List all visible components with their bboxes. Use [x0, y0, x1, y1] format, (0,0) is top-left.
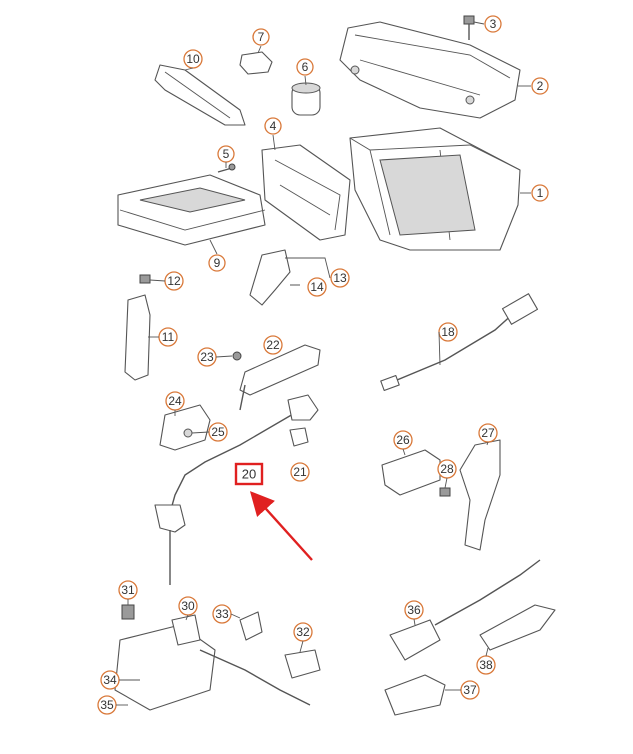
svg-text:3: 3 [490, 17, 497, 31]
callout-23[interactable]: 23 [197, 347, 217, 367]
svg-text:35: 35 [100, 698, 114, 712]
svg-text:30: 30 [181, 599, 195, 613]
svg-text:26: 26 [396, 433, 410, 447]
callout-26[interactable]: 26 [393, 430, 413, 450]
svg-text:25: 25 [211, 425, 225, 439]
callout-5[interactable]: 5 [217, 145, 235, 163]
sensor-part-20 [154, 394, 319, 585]
svg-text:2: 2 [537, 79, 544, 93]
bracket-part-22 [232, 344, 321, 411]
callout-3[interactable]: 3 [484, 15, 502, 33]
callout-10[interactable]: 10 [183, 49, 203, 69]
callout-37[interactable]: 37 [460, 680, 480, 700]
svg-text:14: 14 [310, 280, 324, 294]
svg-text:18: 18 [441, 325, 455, 339]
bracket-part-37 [384, 674, 446, 716]
svg-text:9: 9 [214, 256, 221, 270]
connector-part-32 [239, 611, 321, 679]
svg-text:33: 33 [215, 607, 229, 621]
svg-text:11: 11 [162, 330, 175, 344]
probe-part-36 [389, 559, 541, 661]
svg-text:23: 23 [200, 350, 214, 364]
callout-36[interactable]: 36 [404, 600, 424, 620]
sensor-assembly-30 [114, 604, 311, 711]
pointer-arrow [249, 491, 313, 561]
svg-text:37: 37 [463, 683, 477, 697]
svg-text:4: 4 [270, 119, 277, 133]
sensor-part-13 [249, 249, 331, 306]
bracket-part-38 [479, 604, 556, 651]
relay-part-6 [291, 82, 321, 116]
callout-4[interactable]: 4 [264, 117, 282, 135]
svg-text:27: 27 [481, 426, 495, 440]
callout-24[interactable]: 24 [165, 391, 185, 411]
callout-38[interactable]: 38 [476, 655, 496, 675]
svg-text:1: 1 [537, 186, 544, 200]
callout-7[interactable]: 7 [252, 28, 270, 46]
callout-35[interactable]: 35 [97, 695, 117, 715]
frame-part-4 [261, 144, 351, 241]
svg-text:32: 32 [296, 625, 310, 639]
bracket-part-10 [154, 64, 246, 126]
screw-part-28 [439, 487, 451, 497]
svg-text:28: 28 [440, 462, 454, 476]
callout-31[interactable]: 31 [118, 580, 138, 600]
svg-text:5: 5 [223, 147, 230, 161]
callout-14[interactable]: 14 [307, 277, 327, 297]
svg-text:24: 24 [168, 394, 182, 408]
svg-text:10: 10 [186, 52, 200, 66]
cover-part [339, 21, 521, 119]
sensor-part-26 [381, 449, 441, 496]
callout-28[interactable]: 28 [437, 459, 457, 479]
callout-21[interactable]: 21 [290, 462, 310, 482]
callout-leaders [116, 21, 531, 706]
callout-6[interactable]: 6 [296, 58, 314, 76]
callout-32[interactable]: 32 [293, 622, 313, 642]
svg-text:21: 21 [293, 465, 307, 479]
callout-9[interactable]: 9 [208, 254, 226, 272]
callout-11[interactable]: 11 [158, 327, 178, 347]
callout-2[interactable]: 2 [531, 77, 549, 95]
callout-30[interactable]: 30 [178, 596, 198, 616]
callout-22[interactable]: 22 [263, 335, 283, 355]
housing-part [349, 127, 521, 251]
callout-12[interactable]: 12 [164, 271, 184, 291]
svg-text:6: 6 [302, 60, 309, 74]
svg-text:38: 38 [479, 658, 493, 672]
svg-text:34: 34 [103, 673, 117, 687]
svg-text:31: 31 [121, 583, 135, 597]
callout-1[interactable]: 1 [531, 184, 549, 202]
svg-text:20: 20 [242, 467, 256, 482]
callout-18[interactable]: 18 [438, 322, 458, 342]
ecu-part-9 [117, 174, 266, 246]
callout-27[interactable]: 27 [478, 423, 498, 443]
sensor-part-11 [124, 274, 151, 381]
svg-text:22: 22 [266, 338, 280, 352]
clip-part-7 [239, 51, 273, 75]
svg-text:13: 13 [333, 271, 347, 285]
bracket-part-27 [459, 439, 501, 551]
highlight-callout-20[interactable]: 20 [234, 462, 264, 486]
probe-part-18 [380, 293, 539, 391]
callout-33[interactable]: 33 [212, 604, 232, 624]
svg-text:36: 36 [407, 603, 421, 617]
callout-34[interactable]: 34 [100, 670, 120, 690]
screw-part [463, 15, 475, 40]
connector-part-21 [289, 427, 309, 447]
callout-13[interactable]: 13 [330, 268, 350, 288]
screw-part-5 [217, 163, 236, 173]
svg-text:12: 12 [167, 274, 181, 288]
bracket-part-24 [159, 404, 211, 451]
callout-25[interactable]: 25 [208, 422, 228, 442]
svg-text:7: 7 [258, 30, 265, 44]
